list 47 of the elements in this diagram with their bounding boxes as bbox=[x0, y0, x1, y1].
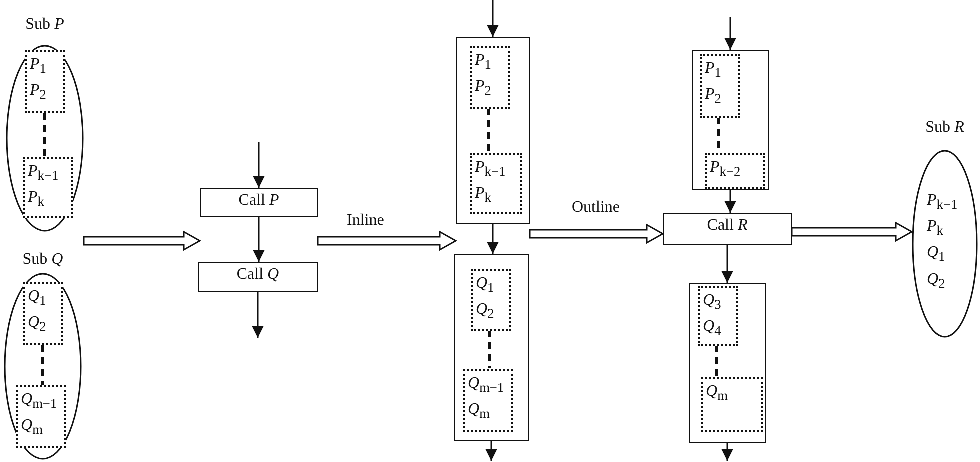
transform-arrow bbox=[529, 224, 665, 244]
call-statement: Call Q bbox=[236, 265, 280, 285]
flow-arrow bbox=[722, 245, 734, 283]
flow-arrow bbox=[252, 292, 264, 338]
procedure-box bbox=[689, 283, 766, 443]
statement-list: Q$_{m}$ bbox=[703, 379, 761, 410]
flow-arrow bbox=[724, 17, 736, 50]
flow-arrow bbox=[253, 217, 265, 262]
dashed-connector bbox=[488, 330, 492, 368]
code-block-box bbox=[700, 54, 740, 118]
subroutine-title: Sub R bbox=[924, 118, 966, 138]
statement-list: P$_{1}$ P$_{2}$ bbox=[27, 52, 63, 108]
statement-list: Q$_{3}$ Q$_{4}$ bbox=[700, 288, 736, 344]
call-statement: Call P bbox=[238, 191, 280, 211]
flow-arrow bbox=[487, 0, 499, 37]
statement-list: P$_{k−2}$ bbox=[707, 155, 763, 186]
statement-list: P$_{k−1}$ P$_{k}$ bbox=[25, 159, 71, 216]
statement-list: Q$_{1}$ Q$_{2}$ bbox=[473, 271, 509, 328]
call-box bbox=[663, 213, 792, 245]
transform-arrow bbox=[83, 230, 202, 252]
statement-list: Q$_{m−1}$ Q$_{m}$ bbox=[465, 371, 511, 428]
dashed-connector bbox=[716, 345, 718, 376]
flow-arrow bbox=[487, 224, 499, 254]
subroutine-title: Sub Q bbox=[22, 250, 64, 270]
statement-list: Q$_{m−1}$ Q$_{m}$ bbox=[18, 387, 64, 444]
statement-list: P$_{k−1}$ P$_{k}$ bbox=[472, 155, 520, 212]
flow-arrow bbox=[722, 443, 734, 461]
procedure-box bbox=[692, 50, 769, 190]
dashed-connector bbox=[42, 345, 44, 385]
dashed-connector bbox=[488, 108, 490, 152]
statement-list: P$_{1}$ P$_{2}$ bbox=[702, 56, 738, 112]
call-box bbox=[198, 262, 318, 292]
subroutine-title: Sub P bbox=[24, 15, 66, 35]
statement-list: P$_{1}$ P$_{2}$ bbox=[472, 48, 508, 104]
statement-list: P$_{k−1}$ P$_{k}$ Q$_{1}$ Q$_{2}$ bbox=[924, 188, 978, 297]
call-statement: Call R bbox=[707, 216, 748, 236]
procedure-box bbox=[456, 37, 530, 224]
code-block-box bbox=[701, 377, 763, 432]
flow-arrow bbox=[724, 190, 736, 213]
transform-arrow bbox=[791, 222, 914, 242]
dashed-connector bbox=[44, 113, 46, 157]
procedure-box bbox=[454, 254, 529, 441]
flow-arrow bbox=[486, 441, 498, 461]
flow-arrow bbox=[253, 142, 265, 188]
transform-arrow bbox=[317, 230, 458, 252]
call-box bbox=[200, 188, 318, 217]
statement-list: Q$_{1}$ Q$_{2}$ bbox=[25, 284, 61, 340]
